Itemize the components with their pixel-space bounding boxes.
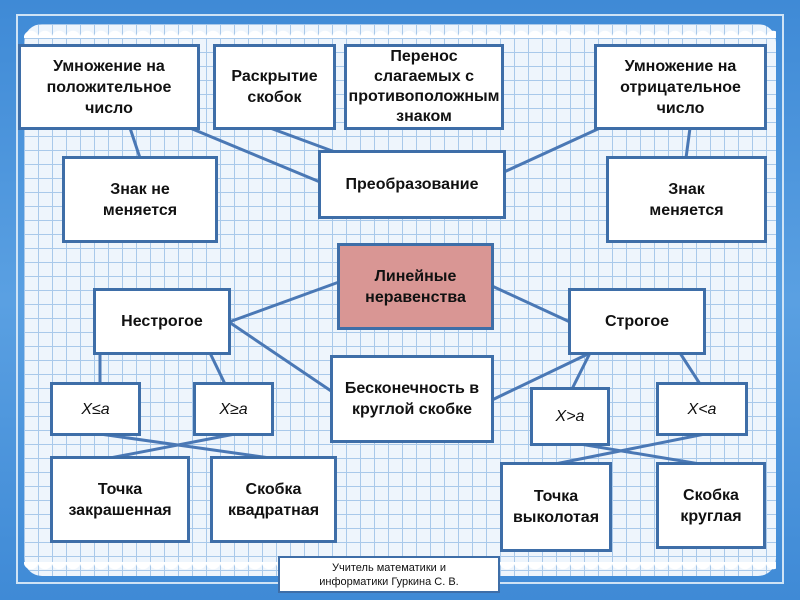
sign-changes-label: Знак меняется <box>649 180 724 219</box>
connector <box>189 126 321 184</box>
linear-inequalities-box: Линейные неравенства <box>337 243 494 330</box>
sign-changes-box: Знак меняется <box>606 156 767 243</box>
multiply-negative-box: Умножение на отрицательное число <box>594 44 767 130</box>
connector <box>503 126 601 174</box>
linear-inequalities-label: Линейные неравенства <box>365 267 466 306</box>
nonstrict-label: Нестрогое <box>121 313 203 330</box>
le-label: X≤a <box>81 400 110 418</box>
transform-box: Преобразование <box>318 150 506 219</box>
hollow-point-box: Точка выколотая <box>500 462 612 552</box>
connector <box>128 127 142 159</box>
connector <box>109 432 236 460</box>
author-label: Учитель математики и информатики Гуркина… <box>319 561 459 588</box>
filled-point-label: Точка закрашенная <box>68 480 172 519</box>
connector <box>684 127 692 159</box>
sign-same-box: Знак не меняется <box>62 156 218 243</box>
transfer-terms-box: Перенос слагаемых с противоположным знак… <box>344 44 504 130</box>
ge-box: X≥a <box>193 382 274 436</box>
lt-box: X<a <box>656 382 748 436</box>
connector <box>554 432 706 466</box>
square-bracket-box: Скобка квадратная <box>210 456 337 543</box>
connector <box>570 352 592 390</box>
open-brackets-box: Раскрытие скобок <box>213 44 336 130</box>
square-bracket-label: Скобка квадратная <box>227 480 320 519</box>
multiply-positive-box: Умножение на положительное число <box>18 44 200 130</box>
transfer-terms-label: Перенос слагаемых с противоположным знак… <box>348 48 500 125</box>
open-brackets-label: Раскрытие скобок <box>231 68 318 106</box>
connector <box>491 284 571 324</box>
strict-box: Строгое <box>568 288 706 355</box>
filled-point-box: Точка закрашенная <box>50 456 190 543</box>
nonstrict-box: Нестрогое <box>93 288 231 355</box>
gt-box: X>a <box>530 387 610 446</box>
connector <box>208 352 227 385</box>
connector <box>678 352 702 385</box>
author-footer: Учитель математики и информатики Гуркина… <box>278 556 500 593</box>
lt-label: X<a <box>687 400 717 418</box>
multiply-positive-label: Умножение на положительное число <box>46 57 172 117</box>
strict-label: Строгое <box>604 313 670 330</box>
multiply-negative-label: Умножение на отрицательное число <box>620 57 741 117</box>
gt-label: X>a <box>555 408 585 425</box>
connector <box>269 126 336 154</box>
round-bracket-box: Скобка круглая <box>656 462 766 549</box>
transform-label: Преобразование <box>345 176 479 193</box>
infinity-label: Бесконечность в круглой скобке <box>344 380 480 418</box>
le-box: X≤a <box>50 382 141 436</box>
connector <box>579 442 701 466</box>
connector <box>228 280 340 324</box>
infinity-box: Бесконечность в круглой скобке <box>330 355 494 443</box>
sign-same-label: Знак не меняется <box>102 180 178 219</box>
connector <box>491 351 591 402</box>
scallop-border-top <box>24 24 776 38</box>
hollow-point-label: Точка выколотая <box>512 488 600 526</box>
round-bracket-label: Скобка круглая <box>680 486 742 525</box>
ge-label: X≥a <box>219 400 248 418</box>
connector <box>228 320 341 399</box>
connector <box>99 432 271 460</box>
